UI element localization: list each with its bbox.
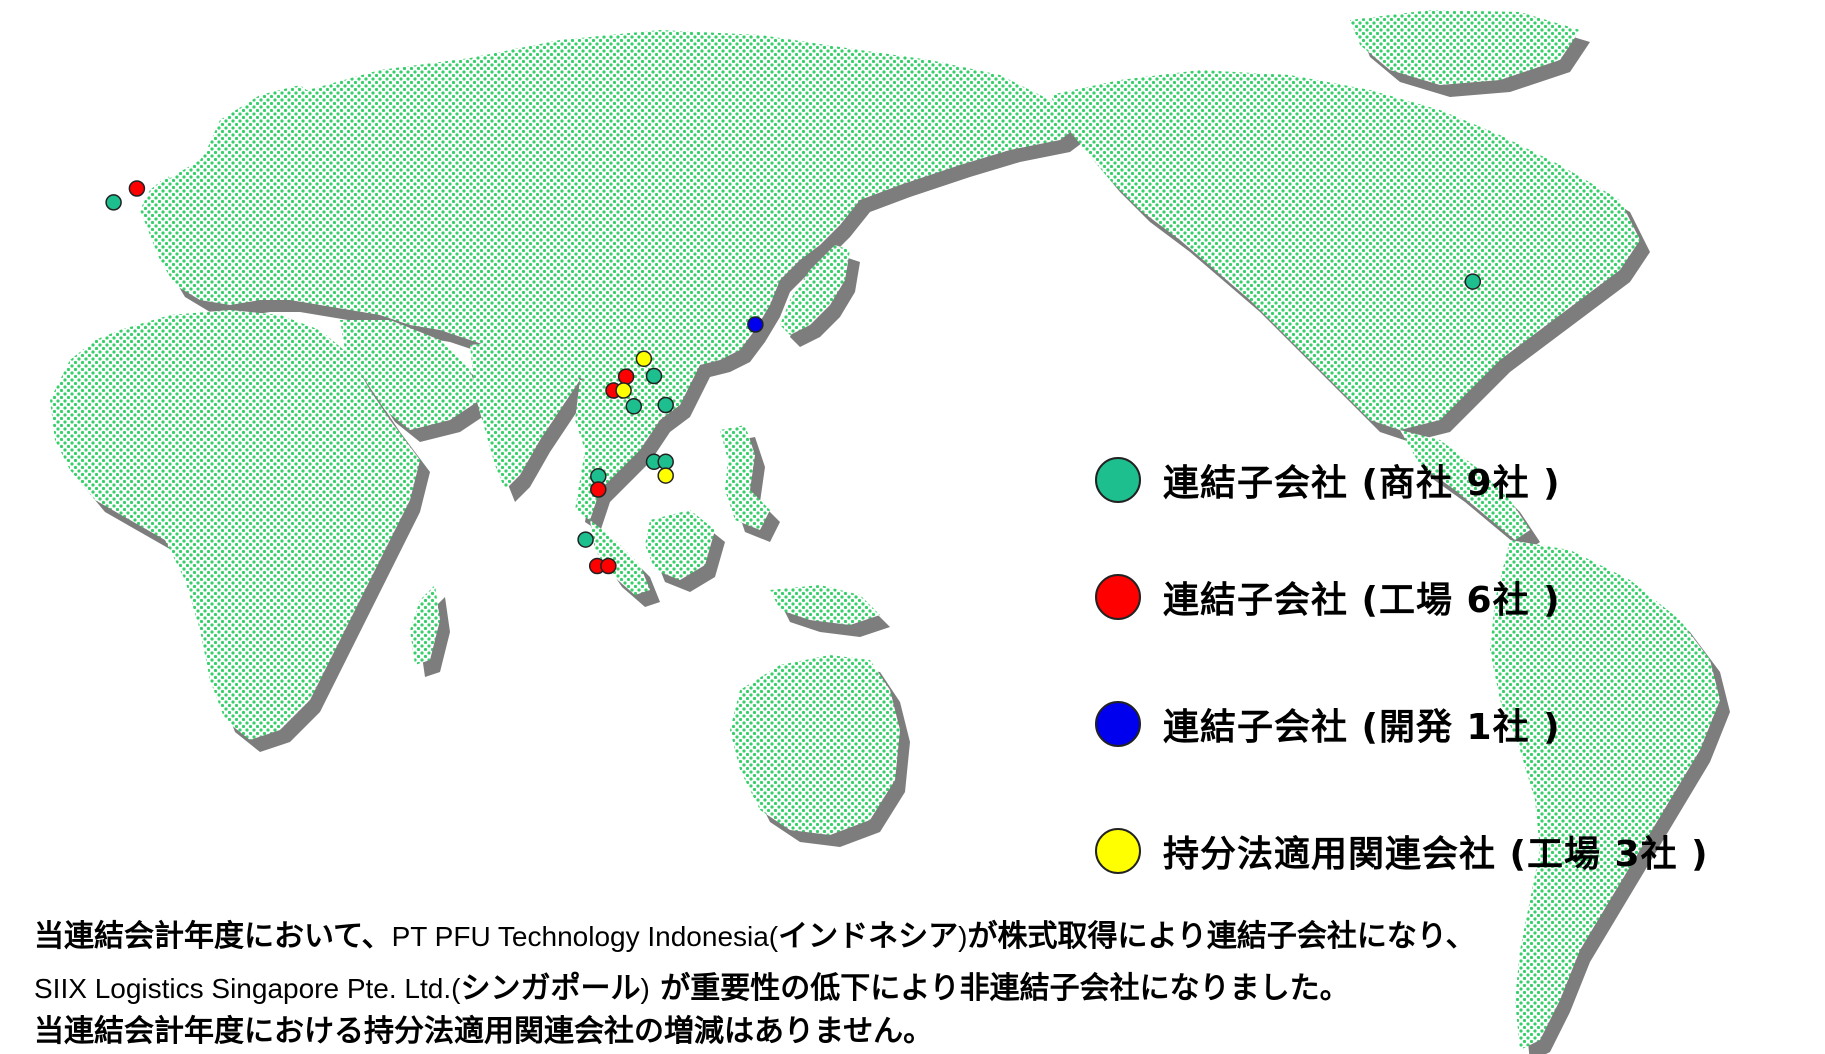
note-company-singapore: SIIX Logistics Singapore Pte. Ltd.( — [34, 973, 461, 1004]
new-guinea-landmass — [770, 585, 880, 625]
note-paren-close-1: ) — [958, 921, 968, 952]
marker-trading-10 — [657, 396, 674, 414]
arabia-landmass — [340, 320, 480, 430]
india-landmass — [470, 340, 580, 490]
location-markers — [105, 180, 1482, 575]
marker-trading-8 — [645, 367, 663, 385]
note-line-1: 当連結会計年度において、PT PFU Technology Indonesia(… — [34, 917, 1476, 957]
note-company-indonesia: PT PFU Technology Indonesia( — [391, 921, 779, 952]
marker-trading-9 — [625, 398, 643, 415]
scandinavia-landmass — [200, 85, 320, 200]
note-line-1-lead: 当連結会計年度において、 — [34, 919, 392, 954]
japan-landmass — [780, 245, 850, 335]
central-america-landmass — [1400, 430, 1530, 540]
legend-dot-factory — [1095, 574, 1141, 620]
marker-factory-1 — [128, 180, 146, 197]
note-country-singapore: シンガポール — [460, 971, 641, 1006]
note-paren-close-2: ) — [640, 973, 650, 1004]
marker-development-3 — [747, 316, 764, 333]
note-line-3: 当連結会計年度における持分法適用関連会社の増減はありません。 — [34, 1012, 933, 1052]
marker-affiliate-4 — [635, 350, 653, 368]
note-line-2: SIIX Logistics Singapore Pte. Ltd.(シンガポー… — [34, 969, 1350, 1009]
borneo-landmass — [645, 510, 715, 580]
legend-item-trading: 連結子会社 (商社 9社 ) — [1095, 452, 1561, 508]
marker-trading-2 — [1464, 273, 1482, 290]
africa-landmass — [50, 310, 420, 740]
marker-trading-0 — [105, 194, 122, 211]
legend-item-factory: 連結子会社 (工場 6社 ) — [1095, 569, 1561, 625]
legend-label-trading: 連結子会社 (商社 9社 ) — [1163, 463, 1561, 504]
australia-landmass — [730, 655, 900, 835]
legend-item-development: 連結子会社 (開発 1社 ) — [1095, 696, 1561, 752]
eurasia-landmass — [140, 30, 1080, 430]
north-america-landmass — [1050, 70, 1640, 430]
marker-factory-15 — [590, 481, 607, 498]
land-masses — [50, 10, 1720, 1050]
south-america-landmass — [1490, 540, 1720, 1050]
british-isles-landmass — [145, 175, 178, 222]
legend-label-factory: 連結子会社 (工場 6社 ) — [1163, 580, 1561, 621]
note-line-1-tail: が株式取得により連結子会社になり、 — [967, 919, 1476, 954]
note-line-3-text: 当連結会計年度における持分法適用関連会社の増減はありません。 — [34, 1014, 934, 1049]
philippines-landmass — [720, 425, 770, 530]
marker-factory-5 — [617, 368, 635, 385]
marker-trading-16 — [577, 531, 594, 548]
legend-dot-trading — [1095, 457, 1141, 503]
marker-affiliate-7 — [615, 382, 632, 399]
marker-affiliate-13 — [657, 467, 674, 484]
legend-item-affiliate: 持分法適用関連会社 (工場 3社 ) — [1095, 823, 1709, 879]
legend-label-affiliate: 持分法適用関連会社 (工場 3社 ) — [1163, 834, 1709, 875]
legend-dot-affiliate — [1095, 828, 1141, 874]
legend-label-development: 連結子会社 (開発 1社 ) — [1163, 707, 1561, 748]
marker-trading-12 — [657, 453, 674, 471]
sumatra-landmass — [590, 520, 650, 595]
greenland-landmass — [1350, 10, 1580, 85]
madagascar-landmass — [410, 585, 440, 665]
marker-factory-18 — [600, 557, 617, 575]
note-line-2-tail: が重要性の低下により非連結子会社になりました。 — [649, 971, 1350, 1006]
legend-dot-development — [1095, 701, 1141, 747]
note-country-indonesia: インドネシア — [778, 919, 959, 954]
